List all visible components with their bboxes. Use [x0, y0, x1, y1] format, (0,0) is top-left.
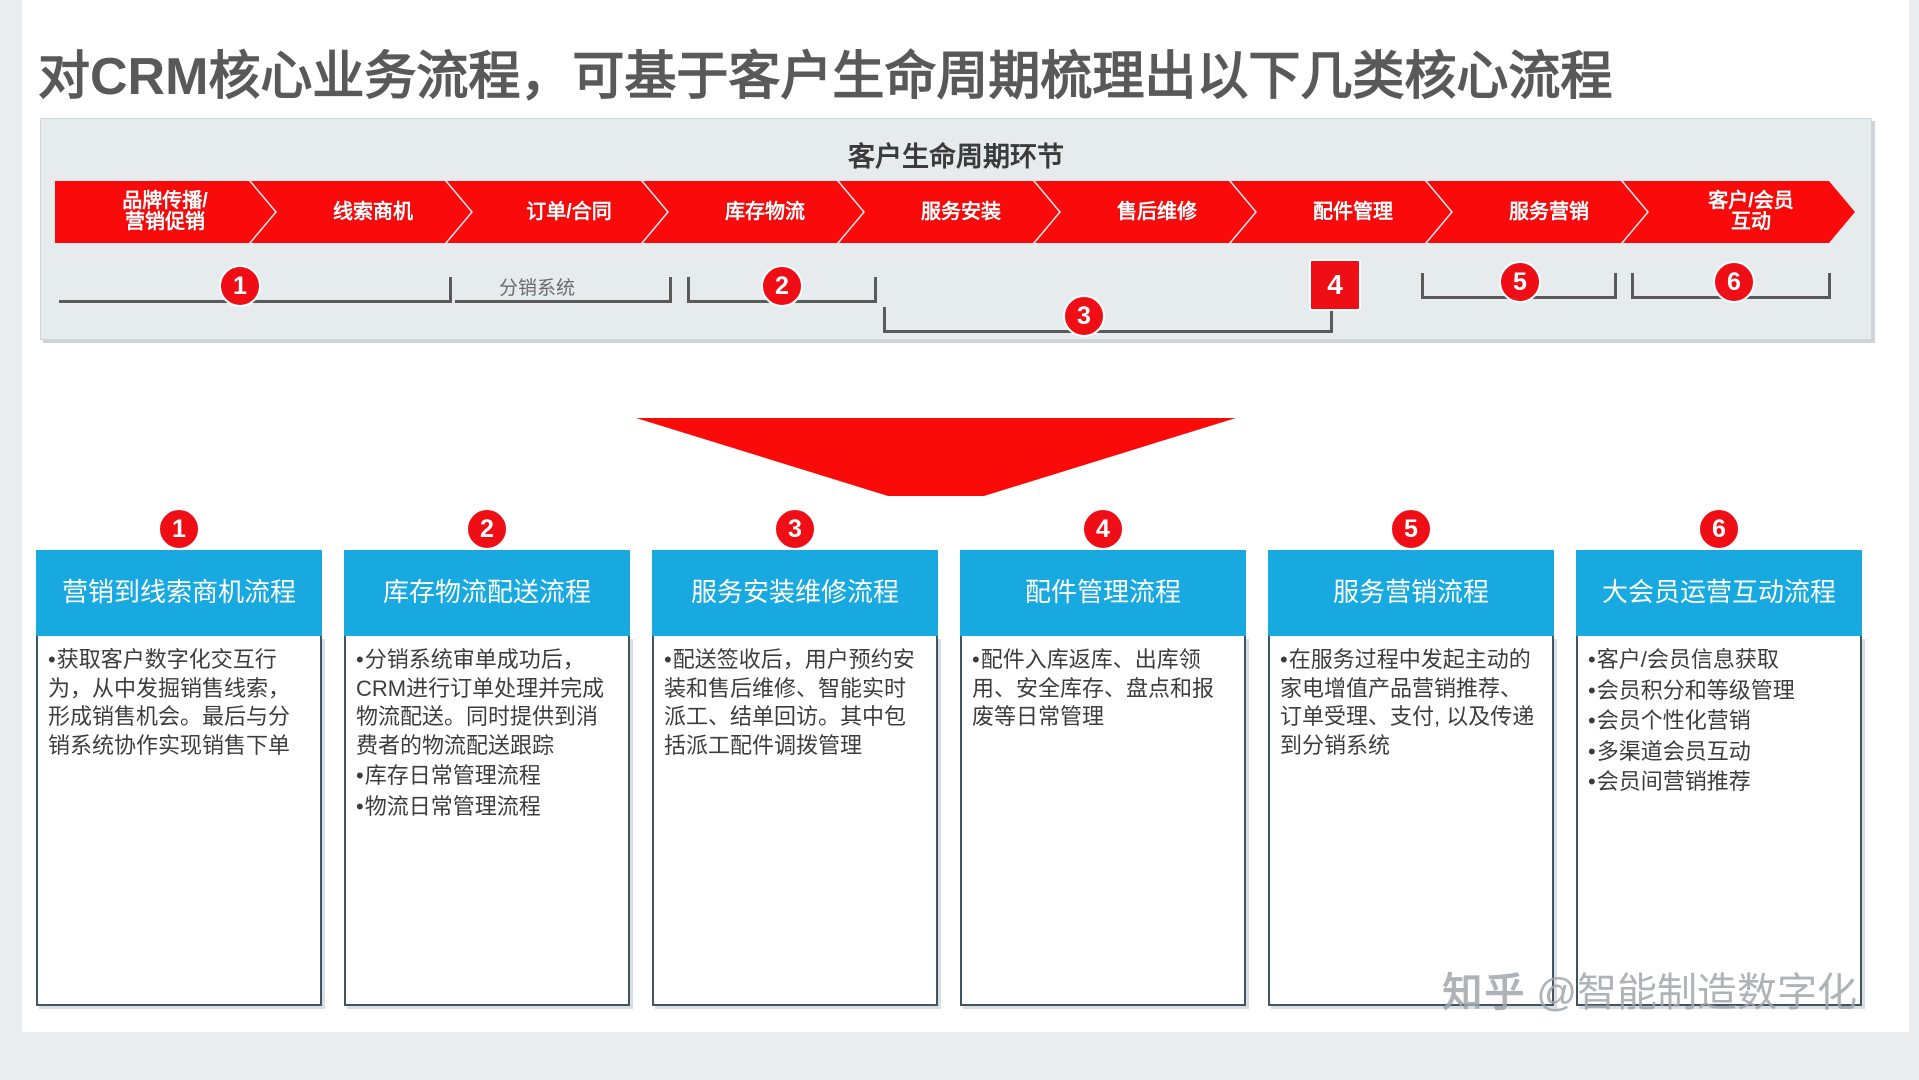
down-arrow-icon — [636, 418, 1236, 496]
process-card-5-badge: 5 — [1390, 508, 1432, 550]
process-card-4[interactable]: 4 配件管理流程 配件入库返库、出库领用、安全库存、盘点和报废等日常管理 — [960, 508, 1246, 1006]
process-card-2-bullet-1: 分销系统审单成功后， CRM进行订单处理并完成物流配送。同时提供到消费者的物流配… — [356, 646, 618, 760]
process-card-4-title: 配件管理流程 — [960, 550, 1246, 636]
process-card-3-badge: 3 — [774, 508, 816, 550]
right-rail — [1909, 0, 1919, 1080]
lifecycle-chevron-strip: 品牌传播/ 营销促销 线索商机 订单/合同 库存物流 服务安装 售后维修 配件管… — [55, 181, 1855, 243]
bracket-distribution-label: 分销系统 — [493, 273, 582, 300]
process-card-6-bullet-2: 会员积分和等级管理 — [1588, 677, 1850, 706]
bracket-3 — [883, 307, 1333, 333]
process-card-2-badge: 2 — [466, 508, 508, 550]
process-card-2-body: 分销系统审单成功后， CRM进行订单处理并完成物流配送。同时提供到消费者的物流配… — [344, 636, 630, 1006]
lifecycle-stage-8-label: 服务营销 — [1509, 200, 1589, 223]
process-card-2-title: 库存物流配送流程 — [344, 550, 630, 636]
process-card-1-body: 获取客户数字化交互行为，从中发掘销售线索，形成销售机会。最后与分销系统协作实现销… — [36, 636, 322, 1006]
bracket-badge-3[interactable]: 3 — [1063, 295, 1105, 337]
bracket-distribution — [455, 277, 669, 303]
process-card-1-badge: 1 — [158, 508, 200, 550]
lifecycle-stage-5[interactable]: 服务安装 — [839, 181, 1059, 243]
bracket-badge-1[interactable]: 1 — [219, 265, 261, 307]
process-card-5-body: 在服务过程中发起主动的家电增值产品营销推荐、订单受理、支付, 以及传递到分销系统 — [1268, 636, 1554, 1006]
left-rail — [0, 0, 22, 1080]
lifecycle-stage-2[interactable]: 线索商机 — [251, 181, 471, 243]
process-card-6-bullet-4: 多渠道会员互动 — [1588, 738, 1850, 767]
process-card-3-title: 服务安装维修流程 — [652, 550, 938, 636]
process-card-2-bullet-3: 物流日常管理流程 — [356, 793, 618, 822]
lifecycle-stage-7-label: 配件管理 — [1313, 200, 1393, 223]
process-card-6[interactable]: 6 大会员运营互动流程 客户/会员信息获取 会员积分和等级管理 会员个性化营销 … — [1576, 508, 1862, 1006]
bracket-badge-5[interactable]: 5 — [1499, 261, 1541, 303]
bracket-distribution-right — [669, 277, 672, 303]
process-card-5-title: 服务营销流程 — [1268, 550, 1554, 636]
process-card-4-badge: 4 — [1082, 508, 1124, 550]
lifecycle-stage-6[interactable]: 售后维修 — [1035, 181, 1255, 243]
process-card-5-bullet-1: 在服务过程中发起主动的家电增值产品营销推荐、订单受理、支付, 以及传递到分销系统 — [1280, 646, 1542, 760]
bracket-badge-2[interactable]: 2 — [761, 265, 803, 307]
process-card-6-bullet-3: 会员个性化营销 — [1588, 707, 1850, 736]
lifecycle-stage-9[interactable]: 客户/会员 互动 — [1623, 181, 1855, 243]
watermark-handle: @智能制造数字化 — [1536, 971, 1857, 1015]
lifecycle-bracket-group: 1 分销系统 2 3 4 5 6 — [41, 243, 1873, 339]
process-card-5[interactable]: 5 服务营销流程 在服务过程中发起主动的家电增值产品营销推荐、订单受理、支付, … — [1268, 508, 1554, 1006]
bracket-badge-6[interactable]: 6 — [1713, 261, 1755, 303]
process-card-6-body: 客户/会员信息获取 会员积分和等级管理 会员个性化营销 多渠道会员互动 会员间营… — [1576, 636, 1862, 1006]
lifecycle-panel: 客户生命周期环节 品牌传播/ 营销促销 线索商机 订单/合同 库存物流 服务安装… — [40, 118, 1872, 340]
process-card-row: 1 营销到线索商机流程 获取客户数字化交互行为，从中发掘销售线索，形成销售机会。… — [36, 508, 1896, 1010]
process-card-3-body: 配送签收后，用户预约安装和售后维修、智能实时派工、结单回访。其中包括派工配件调拨… — [652, 636, 938, 1006]
process-card-1-title: 营销到线索商机流程 — [36, 550, 322, 636]
lifecycle-stage-2-label: 线索商机 — [333, 200, 413, 223]
lifecycle-stage-4[interactable]: 库存物流 — [643, 181, 863, 243]
process-card-1[interactable]: 1 营销到线索商机流程 获取客户数字化交互行为，从中发掘销售线索，形成销售机会。… — [36, 508, 322, 1006]
lifecycle-stage-1-label: 品牌传播/ 营销促销 — [122, 190, 208, 233]
lifecycle-stage-6-label: 售后维修 — [1117, 200, 1197, 223]
process-card-3-bullet-1: 配送签收后，用户预约安装和售后维修、智能实时派工、结单回访。其中包括派工配件调拨… — [664, 646, 926, 760]
process-card-3[interactable]: 3 服务安装维修流程 配送签收后，用户预约安装和售后维修、智能实时派工、结单回访… — [652, 508, 938, 1006]
bracket-distribution-left — [449, 277, 452, 303]
process-card-4-body: 配件入库返库、出库领用、安全库存、盘点和报废等日常管理 — [960, 636, 1246, 1006]
lifecycle-stage-7[interactable]: 配件管理 — [1231, 181, 1451, 243]
bottom-rail — [0, 1032, 1919, 1080]
lifecycle-panel-heading: 客户生命周期环节 — [848, 142, 1064, 172]
lifecycle-stage-9-label: 客户/会员 互动 — [1708, 190, 1794, 233]
process-card-4-bullet-1: 配件入库返库、出库领用、安全库存、盘点和报废等日常管理 — [972, 646, 1234, 732]
lifecycle-stage-3-label: 订单/合同 — [526, 200, 612, 223]
bracket-badge-4[interactable]: 4 — [1309, 259, 1361, 311]
lifecycle-stage-4-label: 库存物流 — [725, 200, 805, 223]
process-card-6-bullet-5: 会员间营销推荐 — [1588, 768, 1850, 797]
lifecycle-stage-5-label: 服务安装 — [921, 200, 1001, 223]
watermark-logo: 知乎 — [1442, 971, 1527, 1015]
process-card-1-bullet-1: 获取客户数字化交互行为，从中发掘销售线索，形成销售机会。最后与分销系统协作实现销… — [48, 646, 310, 760]
lifecycle-stage-1[interactable]: 品牌传播/ 营销促销 — [55, 181, 275, 243]
watermark: 知乎@智能制造数字化 — [1442, 960, 1857, 1018]
lifecycle-stage-3[interactable]: 订单/合同 — [447, 181, 667, 243]
lifecycle-stage-8[interactable]: 服务营销 — [1427, 181, 1647, 243]
page-title: 对CRM核心业务流程，可基于客户生命周期梳理出以下几类核心流程 — [38, 48, 1613, 106]
process-card-6-title: 大会员运营互动流程 — [1576, 550, 1862, 636]
process-card-6-badge: 6 — [1698, 508, 1740, 550]
process-card-2[interactable]: 2 库存物流配送流程 分销系统审单成功后， CRM进行订单处理并完成物流配送。同… — [344, 508, 630, 1006]
process-card-2-bullet-2: 库存日常管理流程 — [356, 762, 618, 791]
process-card-6-bullet-1: 客户/会员信息获取 — [1588, 646, 1850, 675]
